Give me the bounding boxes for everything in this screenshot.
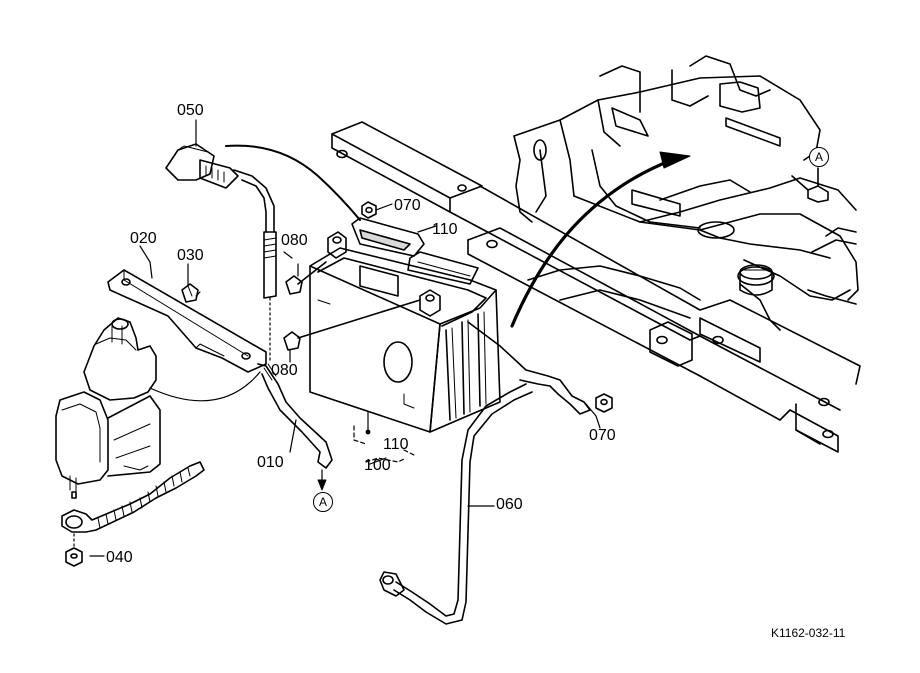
part-label-110-bottom: 110: [383, 436, 409, 453]
part-label-080-top: 080: [281, 232, 308, 249]
figure-reference-code: K1162-032-11: [771, 626, 846, 640]
part-label-080-bottom: 080: [271, 362, 298, 379]
part-label-030: 030: [177, 247, 204, 264]
starter-motor: [55, 317, 161, 499]
nut-070-top: [361, 201, 377, 219]
callout-a-top: A: [809, 147, 829, 167]
location-arrow-large: [510, 151, 691, 328]
battery-tray-callout: [353, 411, 417, 463]
part-label-060: 060: [496, 496, 523, 513]
nut-070-right: [595, 393, 613, 413]
part-label-110-top: 110: [432, 221, 458, 238]
part-label-070-top: 070: [394, 197, 421, 214]
bolt-080-top: [285, 261, 327, 295]
part-label-020: 020: [130, 230, 157, 247]
part-label-010: 010: [257, 454, 284, 471]
cable-050: [165, 143, 277, 361]
battery: [309, 217, 501, 433]
callout-a-bottom: A: [313, 492, 333, 512]
part-label-050: 050: [177, 102, 204, 119]
cable-starter-lead: [61, 371, 261, 567]
leader-lines: [89, 119, 601, 557]
part-label-100: 100: [364, 457, 391, 474]
chassis-frame: [331, 55, 861, 453]
location-arrow-small: [225, 144, 361, 221]
part-label-040: 040: [106, 549, 133, 566]
part-label-070-right: 070: [589, 427, 616, 444]
bracket-020: [107, 269, 267, 373]
bolt-030: [181, 283, 199, 303]
cable-010: [257, 363, 333, 491]
bolt-080-bottom: [283, 299, 421, 351]
